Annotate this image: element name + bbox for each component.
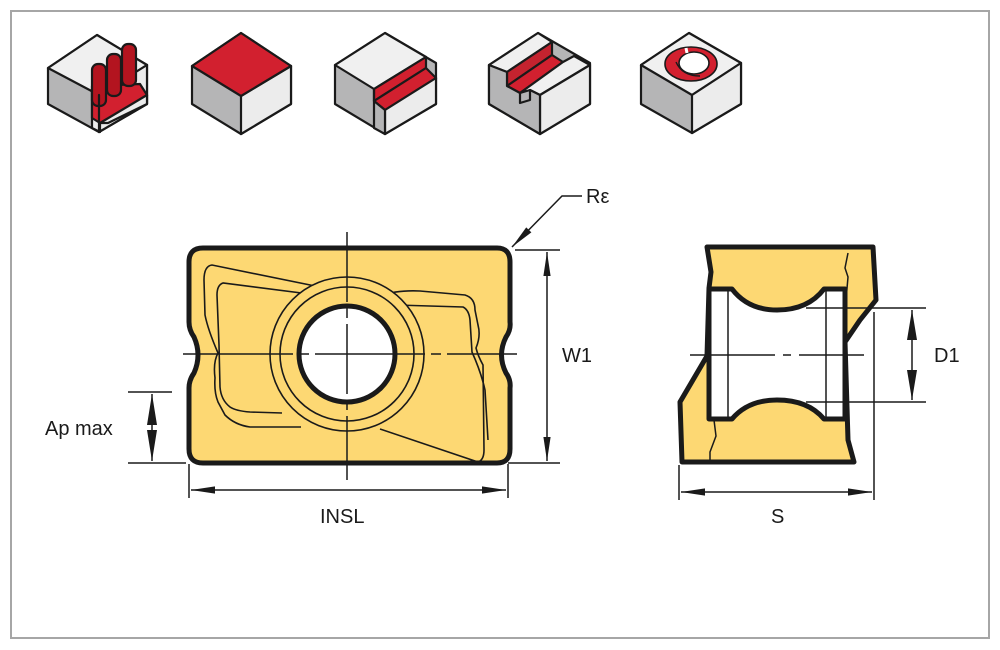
- thickness-dimension: S: [678, 312, 875, 528]
- hole-diameter-label: D1: [934, 345, 960, 367]
- slotting-icon: [487, 31, 592, 136]
- shoulder-milling-icon: [46, 33, 149, 134]
- insert-length-label: INSL: [320, 506, 364, 528]
- helical-interpolation-icon: [639, 31, 743, 135]
- thickness-label: S: [771, 506, 784, 528]
- depth-of-cut-label: Ap max: [45, 418, 113, 440]
- corner-radius-callout: Rε: [511, 186, 609, 248]
- edging-icon: [333, 31, 438, 136]
- corner-radius-label: Rε: [586, 186, 609, 208]
- depth-of-cut-dimension: Ap max: [45, 391, 186, 464]
- width-dimension: W1: [508, 249, 592, 464]
- hole-diameter-dimension: D1: [806, 307, 960, 403]
- insert-side-view: [677, 244, 879, 465]
- width-label: W1: [562, 345, 592, 367]
- insert-length-dimension: INSL: [188, 464, 509, 528]
- face-milling-icon: [190, 31, 293, 136]
- insert-front-view: [183, 232, 517, 480]
- diagram-frame: [10, 10, 990, 639]
